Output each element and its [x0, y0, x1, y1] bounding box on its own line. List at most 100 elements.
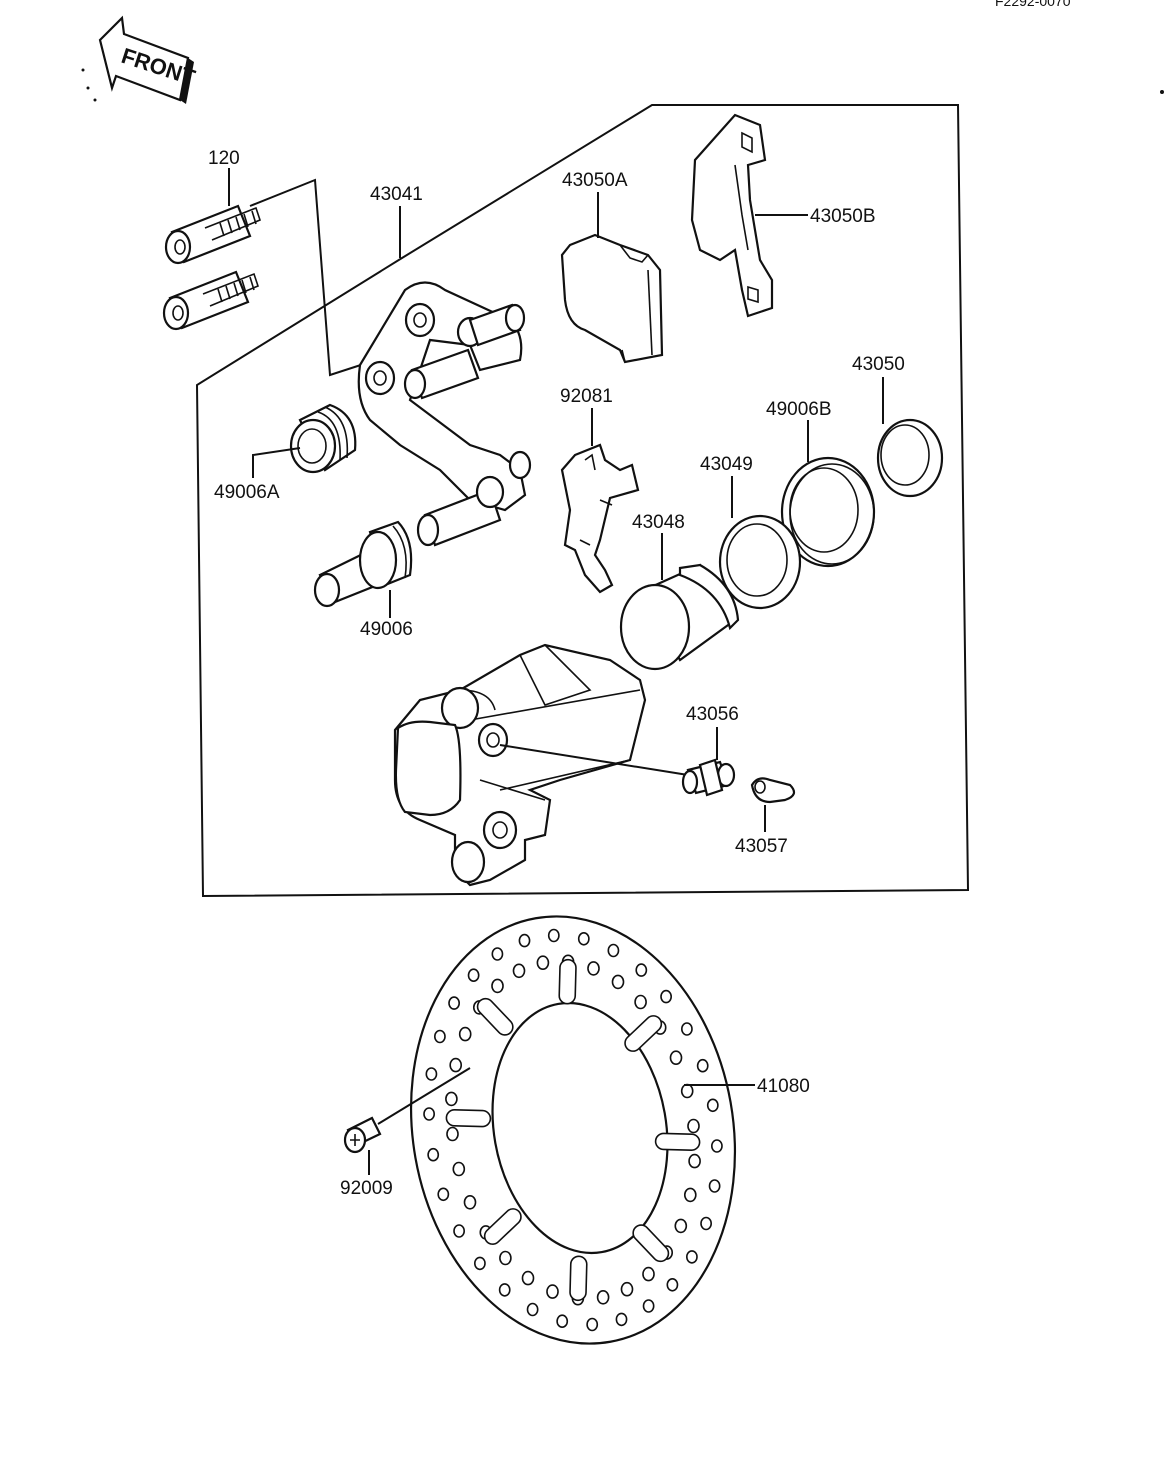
disc-hole	[536, 955, 550, 971]
disc-slot	[624, 1015, 663, 1052]
disc-hole	[688, 1153, 701, 1169]
disc-hole	[680, 1083, 694, 1099]
disc-hole	[696, 1058, 709, 1073]
disc-hole	[449, 1057, 463, 1073]
disc-screw-92009	[343, 1116, 382, 1154]
disc-hole	[708, 1179, 721, 1193]
label-49006B: 49006B	[766, 399, 832, 420]
leader-49006A	[252, 447, 301, 478]
disc-slot	[654, 1132, 701, 1151]
disc-hole	[669, 1050, 683, 1065]
disc-slot	[445, 1109, 492, 1128]
disc-hole	[586, 1317, 599, 1332]
disc-hole	[425, 1067, 438, 1081]
disc-hole	[642, 1266, 655, 1282]
seal-49006B	[780, 456, 876, 568]
disc-hole	[634, 994, 647, 1010]
disc-hole	[498, 1283, 511, 1297]
disc-hole	[458, 1026, 472, 1042]
disc-hole	[706, 1098, 719, 1113]
bleeder-valve-43056	[681, 758, 736, 797]
label-43048: 43048	[632, 512, 685, 533]
disc-hole	[674, 1218, 688, 1234]
disc-hole	[681, 1022, 693, 1036]
seal-ring-43049	[718, 514, 802, 610]
disc-slot	[483, 1208, 522, 1245]
disc-hole	[491, 947, 504, 961]
front-arrow-icon: FRONT	[98, 15, 199, 104]
disc-hole	[437, 1187, 450, 1202]
disc-hole	[556, 1314, 569, 1328]
disc-hole	[467, 968, 480, 983]
disc-slot	[476, 997, 514, 1036]
disc-hole	[607, 943, 620, 958]
disc-slot	[569, 1255, 588, 1302]
disc-hole	[683, 1187, 697, 1203]
disc-hole	[686, 1250, 698, 1264]
disc-hole	[577, 931, 590, 946]
disc-hole	[666, 1278, 679, 1292]
disc-hole	[521, 1270, 535, 1286]
label-49006A: 49006A	[214, 482, 280, 503]
disc-hole	[518, 933, 531, 948]
piston-43048	[619, 563, 740, 671]
diagram-code: F2292-0070	[995, 0, 1071, 9]
disc-hole	[446, 1126, 459, 1142]
disc-hole	[711, 1139, 723, 1153]
disc-hole	[433, 1029, 446, 1044]
disc-hole	[453, 1224, 465, 1238]
label-43050A: 43050A	[562, 170, 628, 191]
piston-cap-43050	[876, 418, 944, 498]
disc-hole	[547, 928, 560, 943]
label-43041: 43041	[370, 184, 423, 205]
disc-hole	[445, 1091, 458, 1107]
caliper-body	[393, 643, 647, 887]
disc-hole	[526, 1302, 539, 1317]
disc-hole	[448, 996, 460, 1010]
disc-hole	[546, 1284, 559, 1299]
boot-49006A	[289, 403, 357, 474]
brake-pad-43050B	[690, 113, 774, 318]
brake-disc-41080	[409, 915, 737, 1345]
disc-hole	[615, 1312, 628, 1327]
label-41080: 41080	[757, 1076, 810, 1097]
disc-hole	[620, 1281, 634, 1297]
disc-hole	[635, 963, 648, 977]
disc-hole	[687, 1118, 700, 1134]
label-43056: 43056	[686, 704, 739, 725]
disc-hole	[596, 1290, 610, 1305]
disc-hole	[660, 989, 672, 1004]
disc-hole	[463, 1195, 477, 1210]
disc-hole	[512, 963, 526, 979]
label-43057: 43057	[735, 836, 788, 857]
bolt-reference-line	[249, 178, 371, 377]
label-92081: 92081	[560, 386, 613, 407]
label-43050: 43050	[852, 354, 905, 375]
disc-hole	[611, 974, 625, 990]
caliper-assembly-outline	[195, 104, 970, 898]
disc-hole	[427, 1147, 440, 1162]
disc-hole	[587, 961, 600, 976]
disc-hole	[700, 1216, 712, 1231]
label-92009: 92009	[340, 1178, 393, 1199]
bolt-120	[162, 204, 261, 331]
pin-boot-49006	[313, 520, 413, 608]
bleeder-cap-43057	[750, 777, 796, 804]
label-49006: 49006	[360, 619, 413, 640]
disc-hole	[452, 1161, 466, 1177]
disc-hole	[499, 1250, 512, 1266]
bracket-43041	[357, 281, 532, 547]
bleeder-reference-line	[499, 744, 689, 776]
disc-slot	[632, 1224, 670, 1263]
brake-pad-43050A	[560, 233, 664, 364]
disc-slot	[558, 958, 577, 1005]
label-120: 120	[208, 148, 240, 169]
disc-hole	[642, 1299, 655, 1313]
disc-hole	[423, 1107, 435, 1121]
screw-reference-line	[377, 1067, 471, 1125]
disc-hole	[473, 1256, 486, 1271]
speck-marks	[81, 68, 1164, 102]
label-43050B: 43050B	[810, 206, 876, 227]
label-43049: 43049	[700, 454, 753, 475]
